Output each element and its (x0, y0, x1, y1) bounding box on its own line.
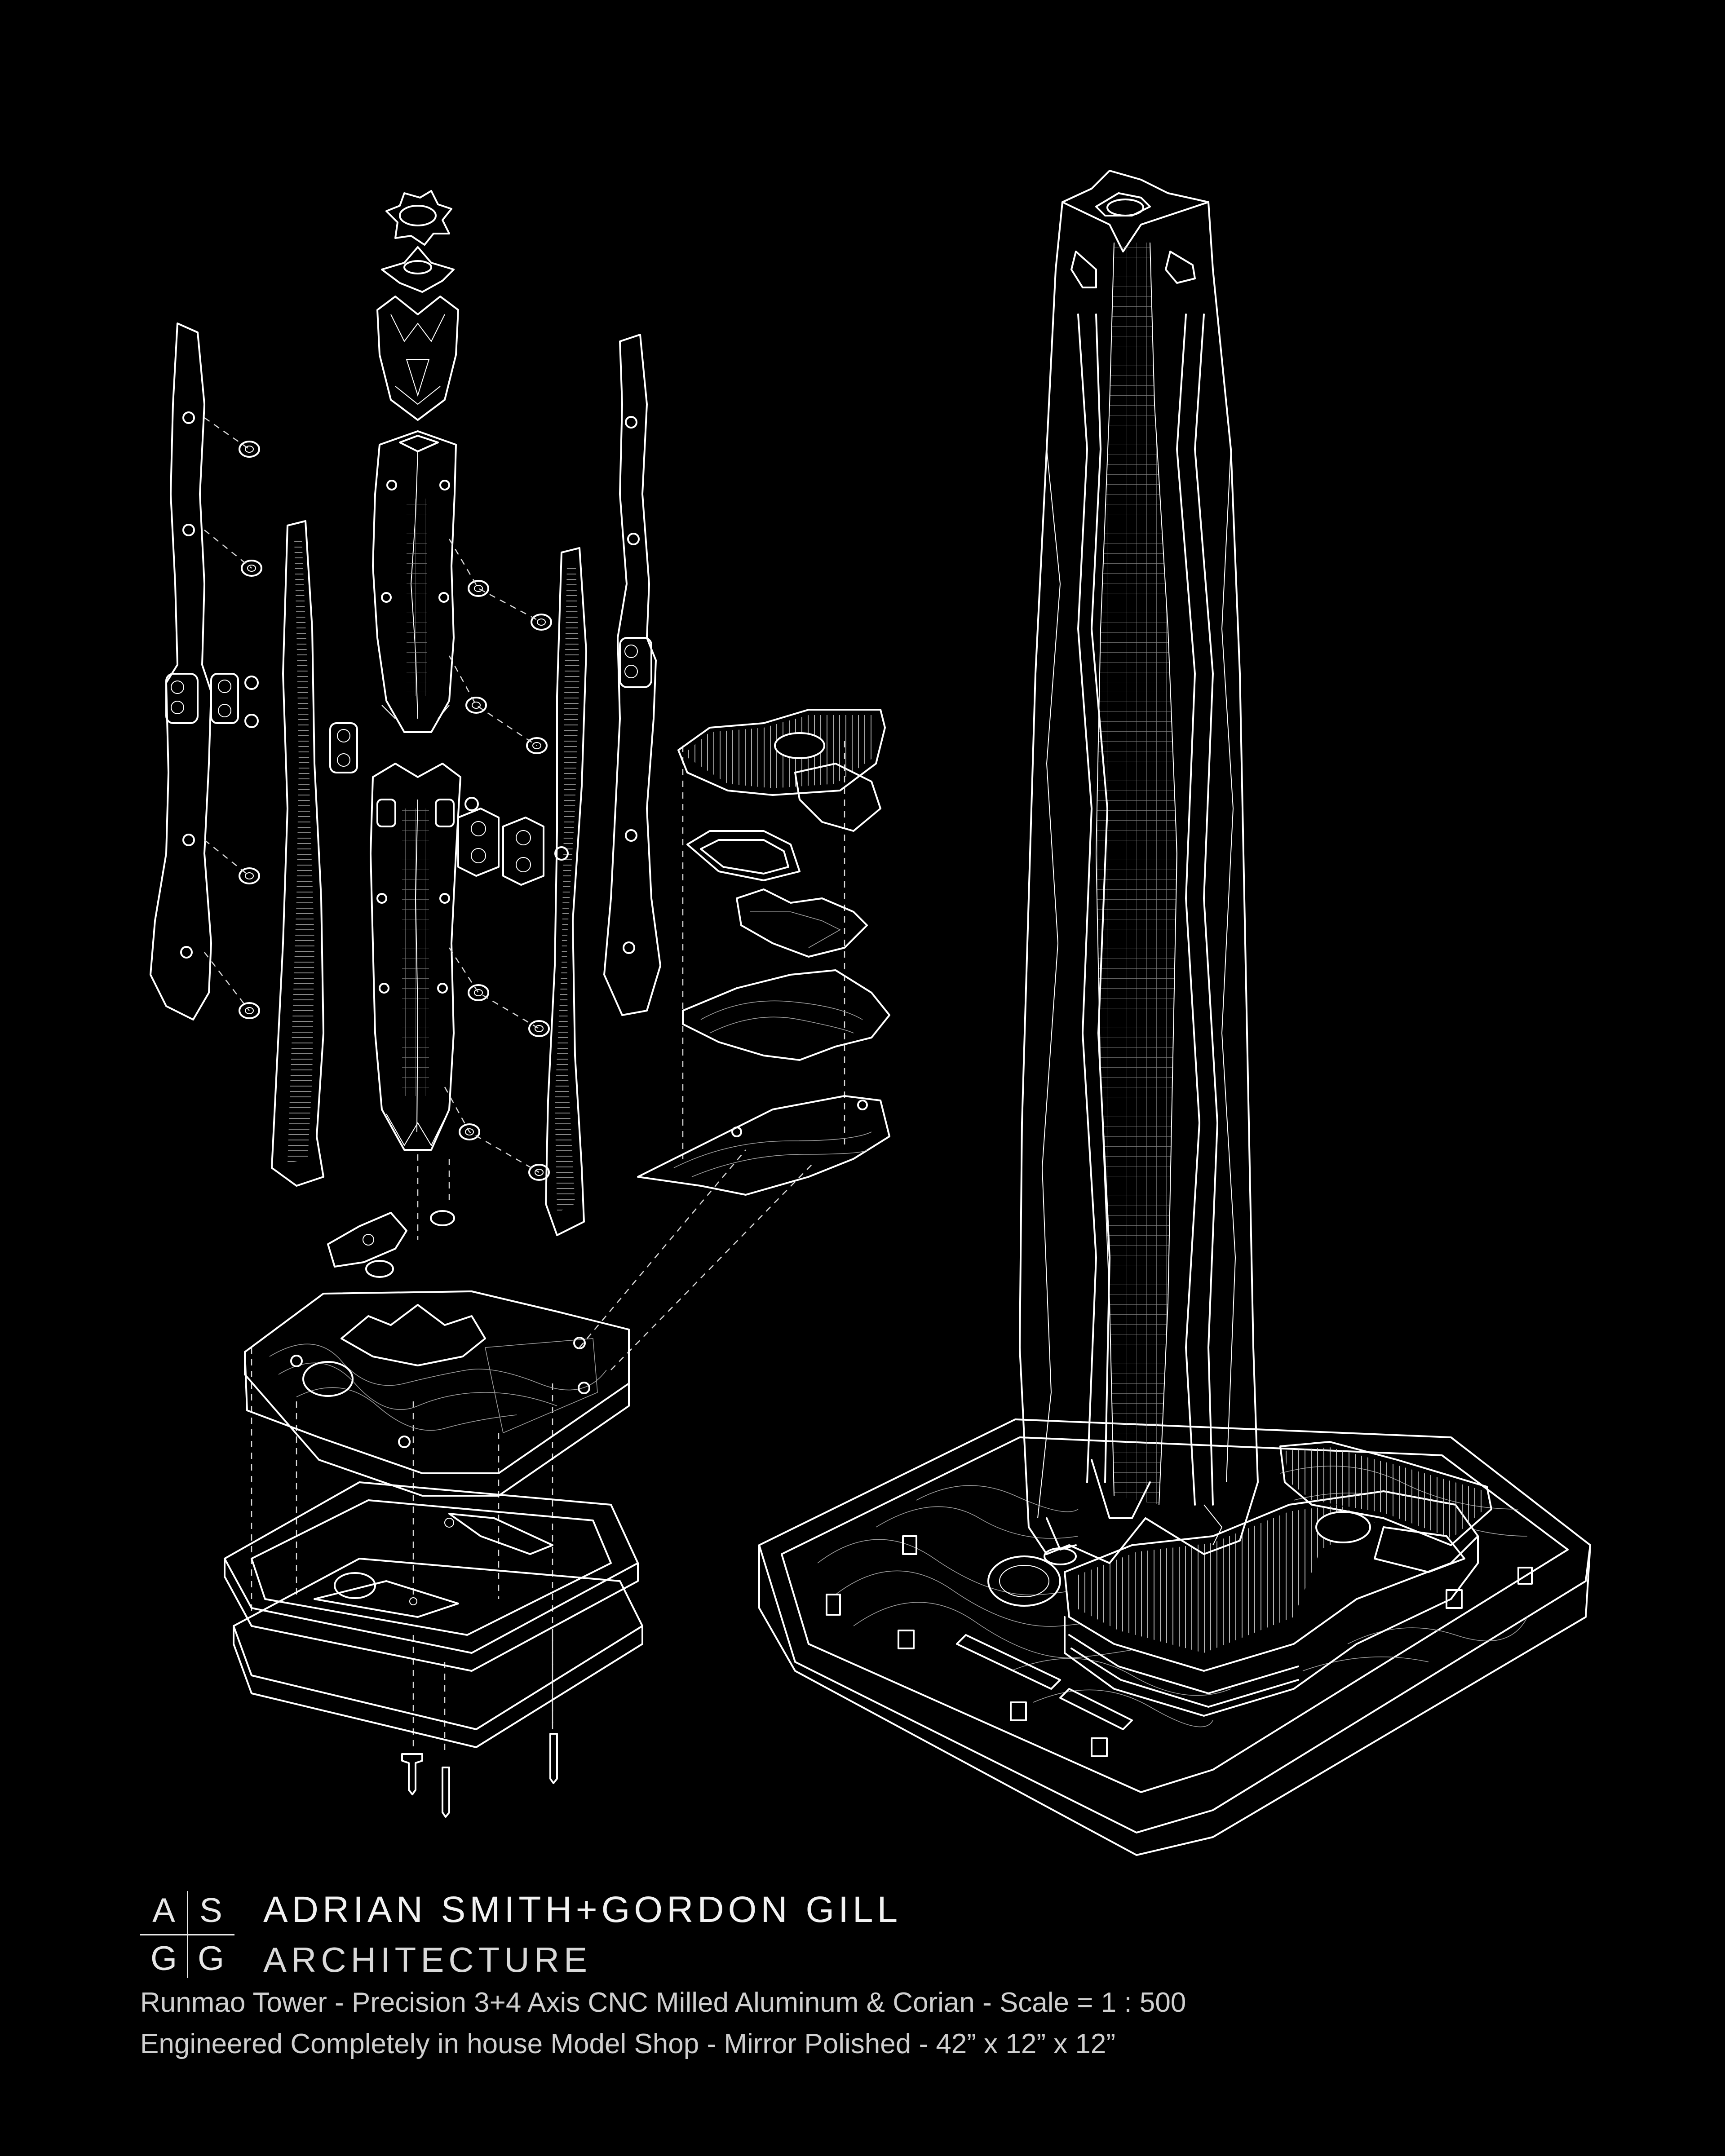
connector-plates (211, 674, 568, 885)
right-inner-fin (546, 548, 586, 1235)
logo-letter-a: A (152, 1891, 175, 1930)
crown-cap-piece (382, 247, 454, 292)
firm-name: ADRIAN SMITH+GORDON GILL (263, 1889, 902, 1930)
base-hardware-parts (328, 1211, 454, 1277)
crown-star-piece (386, 191, 451, 245)
exploded-view (150, 191, 889, 1817)
left-outer-fin (150, 323, 211, 1020)
logo-horizontal-rule (140, 1934, 234, 1935)
logo-letter-s: S (199, 1891, 222, 1930)
fastener-washers (239, 442, 551, 1180)
base-bottom-plate (234, 1559, 642, 1747)
base-frame-ring (225, 1482, 638, 1671)
tower-shaft (1020, 171, 1258, 1564)
logo-letter-g-right: G (197, 1940, 225, 1978)
base-topo-plate (245, 1291, 629, 1496)
firm-subtitle: ARCHITECTURE (263, 1940, 592, 1979)
logo-letter-g-left: G (150, 1940, 177, 1978)
base-screws (402, 1734, 557, 1817)
caption-line-1: Runmao Tower - Precision 3+4 Axis CNC Mi… (140, 1987, 1186, 2018)
left-inner-fin (272, 521, 323, 1186)
podium-stack (638, 710, 889, 1195)
crown-top-piece (377, 296, 458, 420)
tower-podium (1065, 1442, 1491, 1716)
assembly-guides (204, 418, 845, 1752)
core-lower-segment (371, 764, 460, 1150)
assembled-tower-model (759, 171, 1590, 1855)
asgg-logo: A S G G (140, 1886, 234, 1983)
caption-line-2: Engineered Completely in house Model Sho… (140, 2028, 1116, 2059)
core-upper-segment (373, 431, 456, 732)
right-outer-fin (604, 335, 660, 1015)
